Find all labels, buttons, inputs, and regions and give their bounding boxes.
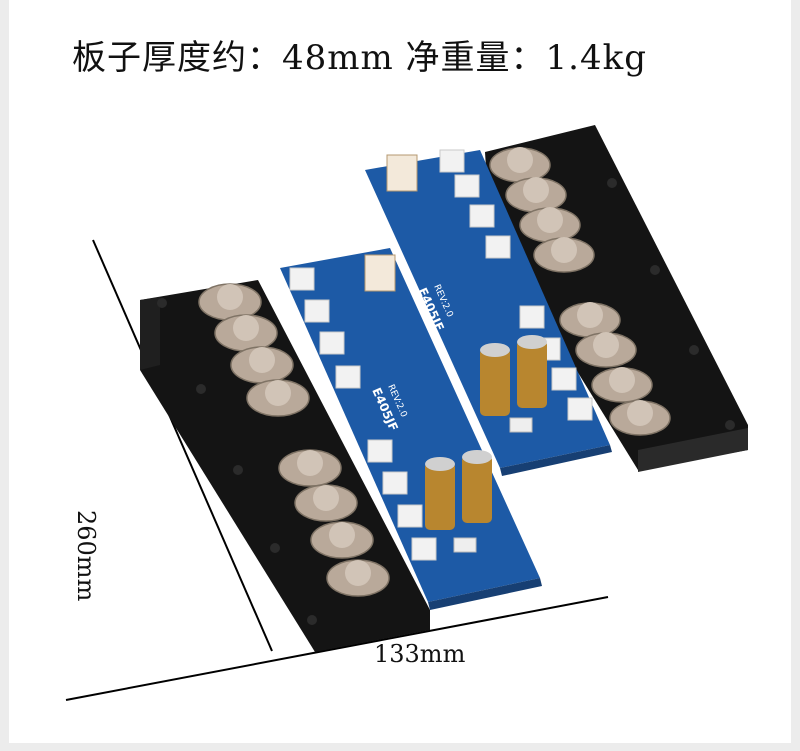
power-connector — [509, 417, 533, 433]
front-transistor-caps — [217, 284, 371, 586]
rear-power-transistors — [489, 147, 671, 436]
heatsink-hole — [157, 298, 167, 308]
rear-transistor-caps — [507, 147, 653, 426]
heatsink-hole — [725, 420, 735, 430]
relay — [364, 254, 396, 292]
heatsink-hole — [196, 384, 206, 394]
frame-border-left — [0, 0, 9, 751]
rear-pcb — [365, 150, 610, 468]
width-dimension-line — [65, 596, 609, 701]
front-pcb-edge — [428, 578, 542, 610]
length-dimension-label: 260mm — [72, 510, 100, 602]
heatsink-hole — [689, 345, 699, 355]
heatsink-hole — [607, 178, 617, 188]
heatsink-hole — [650, 265, 660, 275]
width-dimension-label: 133mm — [374, 640, 466, 668]
rear-pcb-edge — [500, 445, 612, 476]
heatsink-hole — [270, 543, 280, 553]
power-connector — [453, 537, 477, 553]
heatsink-hole — [307, 615, 317, 625]
filter-capacitors — [425, 335, 547, 530]
heatsink-hole — [233, 465, 243, 475]
front-heatsink-side — [140, 297, 160, 370]
length-dimension-line — [92, 239, 273, 652]
frame-border-right — [791, 0, 800, 751]
rear-heatsink-edge — [638, 428, 748, 472]
frame-border-bottom — [0, 743, 800, 751]
relay — [386, 154, 418, 192]
product-caption: 板子厚度约：48mm 净重量：1.4kg — [72, 38, 647, 78]
